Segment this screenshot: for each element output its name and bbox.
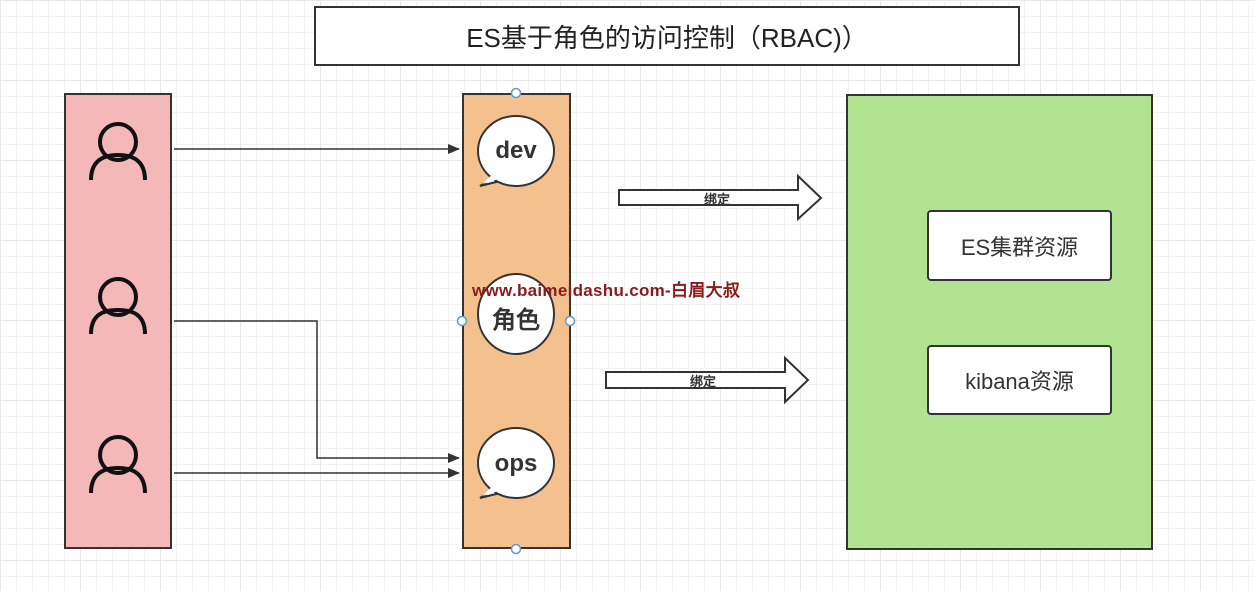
ops-bubble xyxy=(477,427,555,499)
role-generic-label: 角色 xyxy=(492,307,540,334)
role-dev-label: dev xyxy=(495,137,537,164)
resources-panel xyxy=(846,94,1153,550)
watermark-text: www.baimeidashu.com-白眉大叔 xyxy=(472,281,741,300)
role-ops-label: ops xyxy=(494,450,538,477)
user-icon xyxy=(89,277,147,335)
bind-label: 绑定 xyxy=(704,192,731,207)
bind-block-arrow xyxy=(605,355,810,405)
user2-to-ops-connector xyxy=(174,320,460,463)
user-icon xyxy=(89,122,147,181)
dev-bubble xyxy=(477,115,555,187)
role-bubble xyxy=(477,273,555,355)
bind-block-arrow xyxy=(618,173,823,222)
diagram-title: ES基于角色的访问控制（RBAC)） xyxy=(314,6,1020,66)
selection-handles xyxy=(456,87,576,555)
kibana-resource: kibana资源 xyxy=(927,345,1112,415)
user-icon xyxy=(89,435,147,494)
bind-label: 绑定 xyxy=(690,374,717,389)
es-cluster-resource: ES集群资源 xyxy=(927,210,1112,281)
